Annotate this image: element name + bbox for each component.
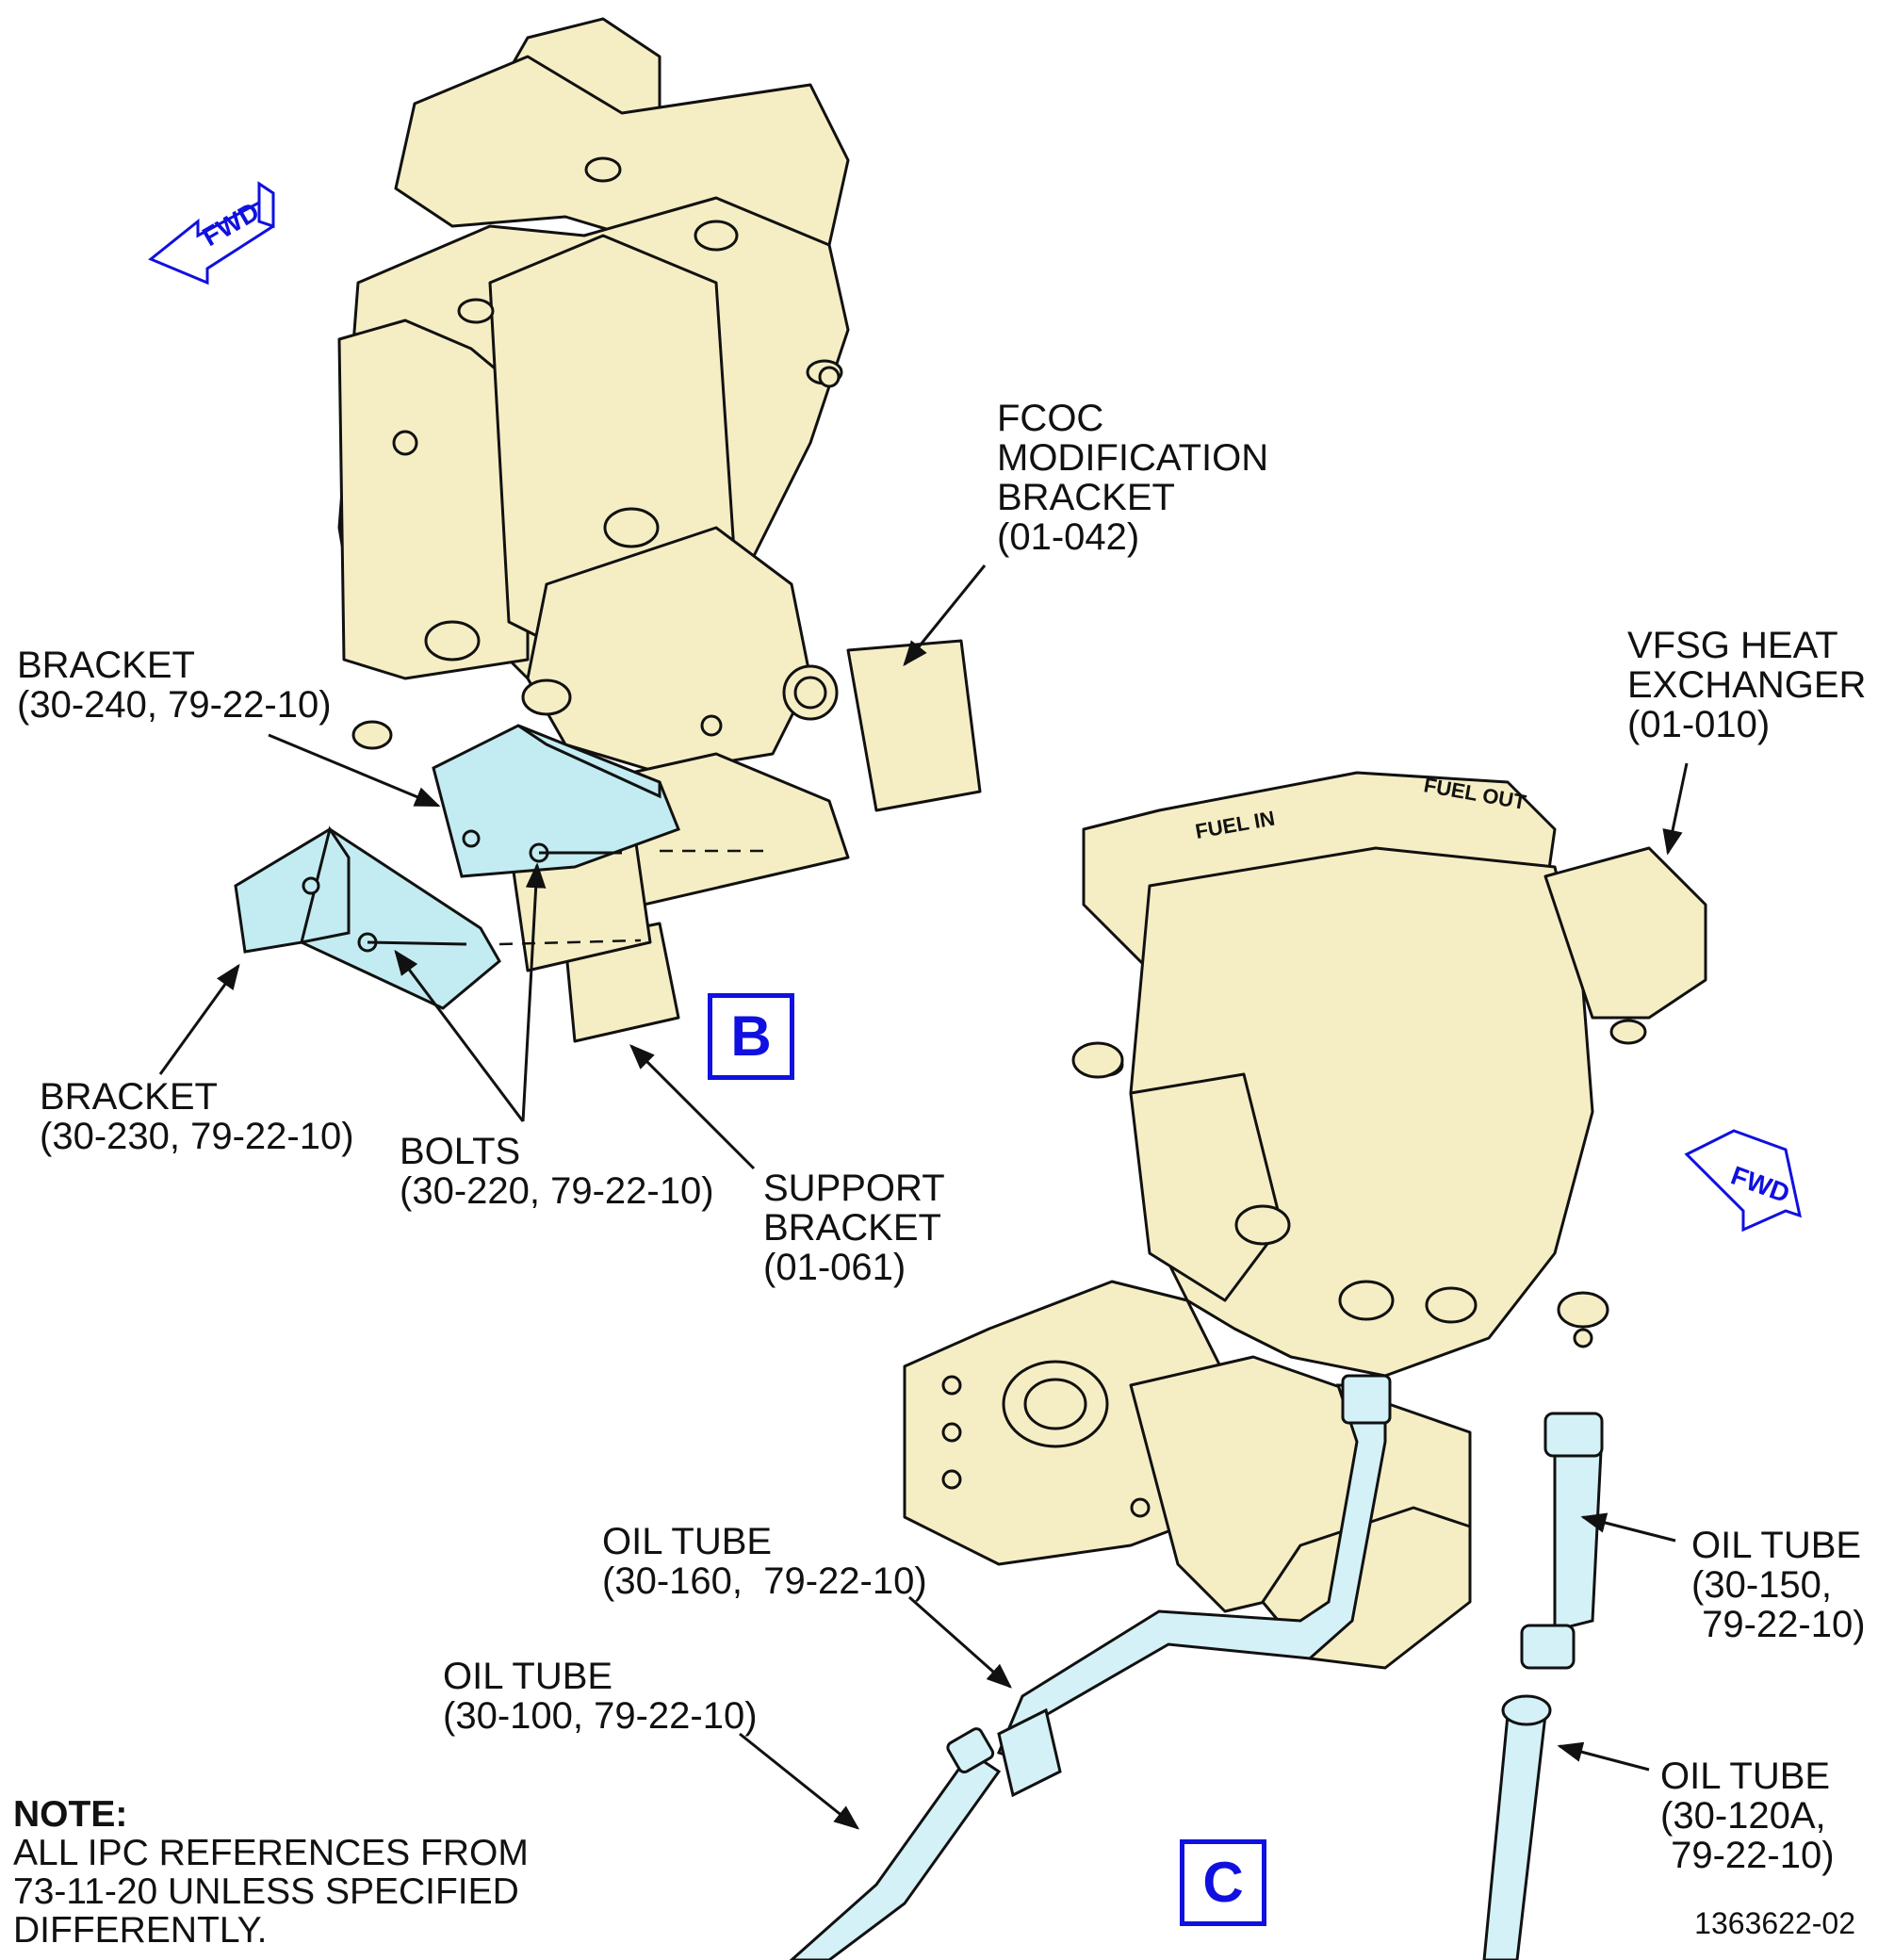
note-line: DIFFERENTLY. (13, 1910, 268, 1951)
fcoc-unit (337, 17, 982, 1043)
leader-lines (158, 564, 1689, 1830)
callout-oil-tube-30-160: OIL TUBE (30-160, 79-22-10) (602, 1521, 927, 1602)
callout-bracket-30-230: BRACKET (30-230, 79-22-10) (40, 1076, 354, 1157)
callout-bolts: BOLTS (30-220, 79-22-10) (400, 1131, 714, 1212)
callout-bracket-30-240: BRACKET (30-240, 79-22-10) (17, 645, 332, 726)
callout-oil-tube-30-100: OIL TUBE (30-100, 79-22-10) (443, 1656, 758, 1737)
fwd-arrow-icon (148, 181, 275, 286)
oil-tube-30-160 (996, 1374, 1392, 1798)
oil-tube-30-150 (1520, 1412, 1604, 1670)
callout-fcoc-modification-bracket: FCOC MODIFICATION BRACKET (01-042) (997, 398, 1269, 558)
fwd-arrow-icon (1684, 1129, 1803, 1233)
callout-vfsg-heat-exchanger: VFSG HEAT EXCHANGER (01-010) (1627, 625, 1867, 745)
view-label-b: B (708, 993, 794, 1080)
note-heading: NOTE: (13, 1794, 128, 1835)
fcoc-ports (351, 156, 843, 750)
callout-oil-tube-30-120a: OIL TUBE (30-120A, 79-22-10) (1660, 1756, 1835, 1876)
callout-support-bracket: SUPPORT BRACKET (01-061) (763, 1168, 945, 1288)
oil-tube-30-100 (789, 1727, 1002, 1960)
alignment-dashed-lines (498, 849, 773, 946)
note-block: NOTE: ALL IPC REFERENCES FROM 73-11-20 U… (13, 1795, 529, 1950)
oil-tube-30-120a (1482, 1694, 1552, 1960)
heat-exchanger-ports (941, 1019, 1647, 1518)
bolts (357, 842, 622, 953)
view-label-c: C (1180, 1839, 1266, 1926)
callout-oil-tube-30-150: OIL TUBE (30-150, 79-22-10) (1691, 1525, 1866, 1645)
drawing-number: 1363622-02 (1694, 1906, 1855, 1940)
note-line: ALL IPC REFERENCES FROM (13, 1833, 529, 1873)
bracket-30-240 (432, 724, 680, 878)
note-line: 73-11-20 UNLESS SPECIFIED (13, 1871, 519, 1912)
bracket-30-230 (234, 825, 501, 1010)
